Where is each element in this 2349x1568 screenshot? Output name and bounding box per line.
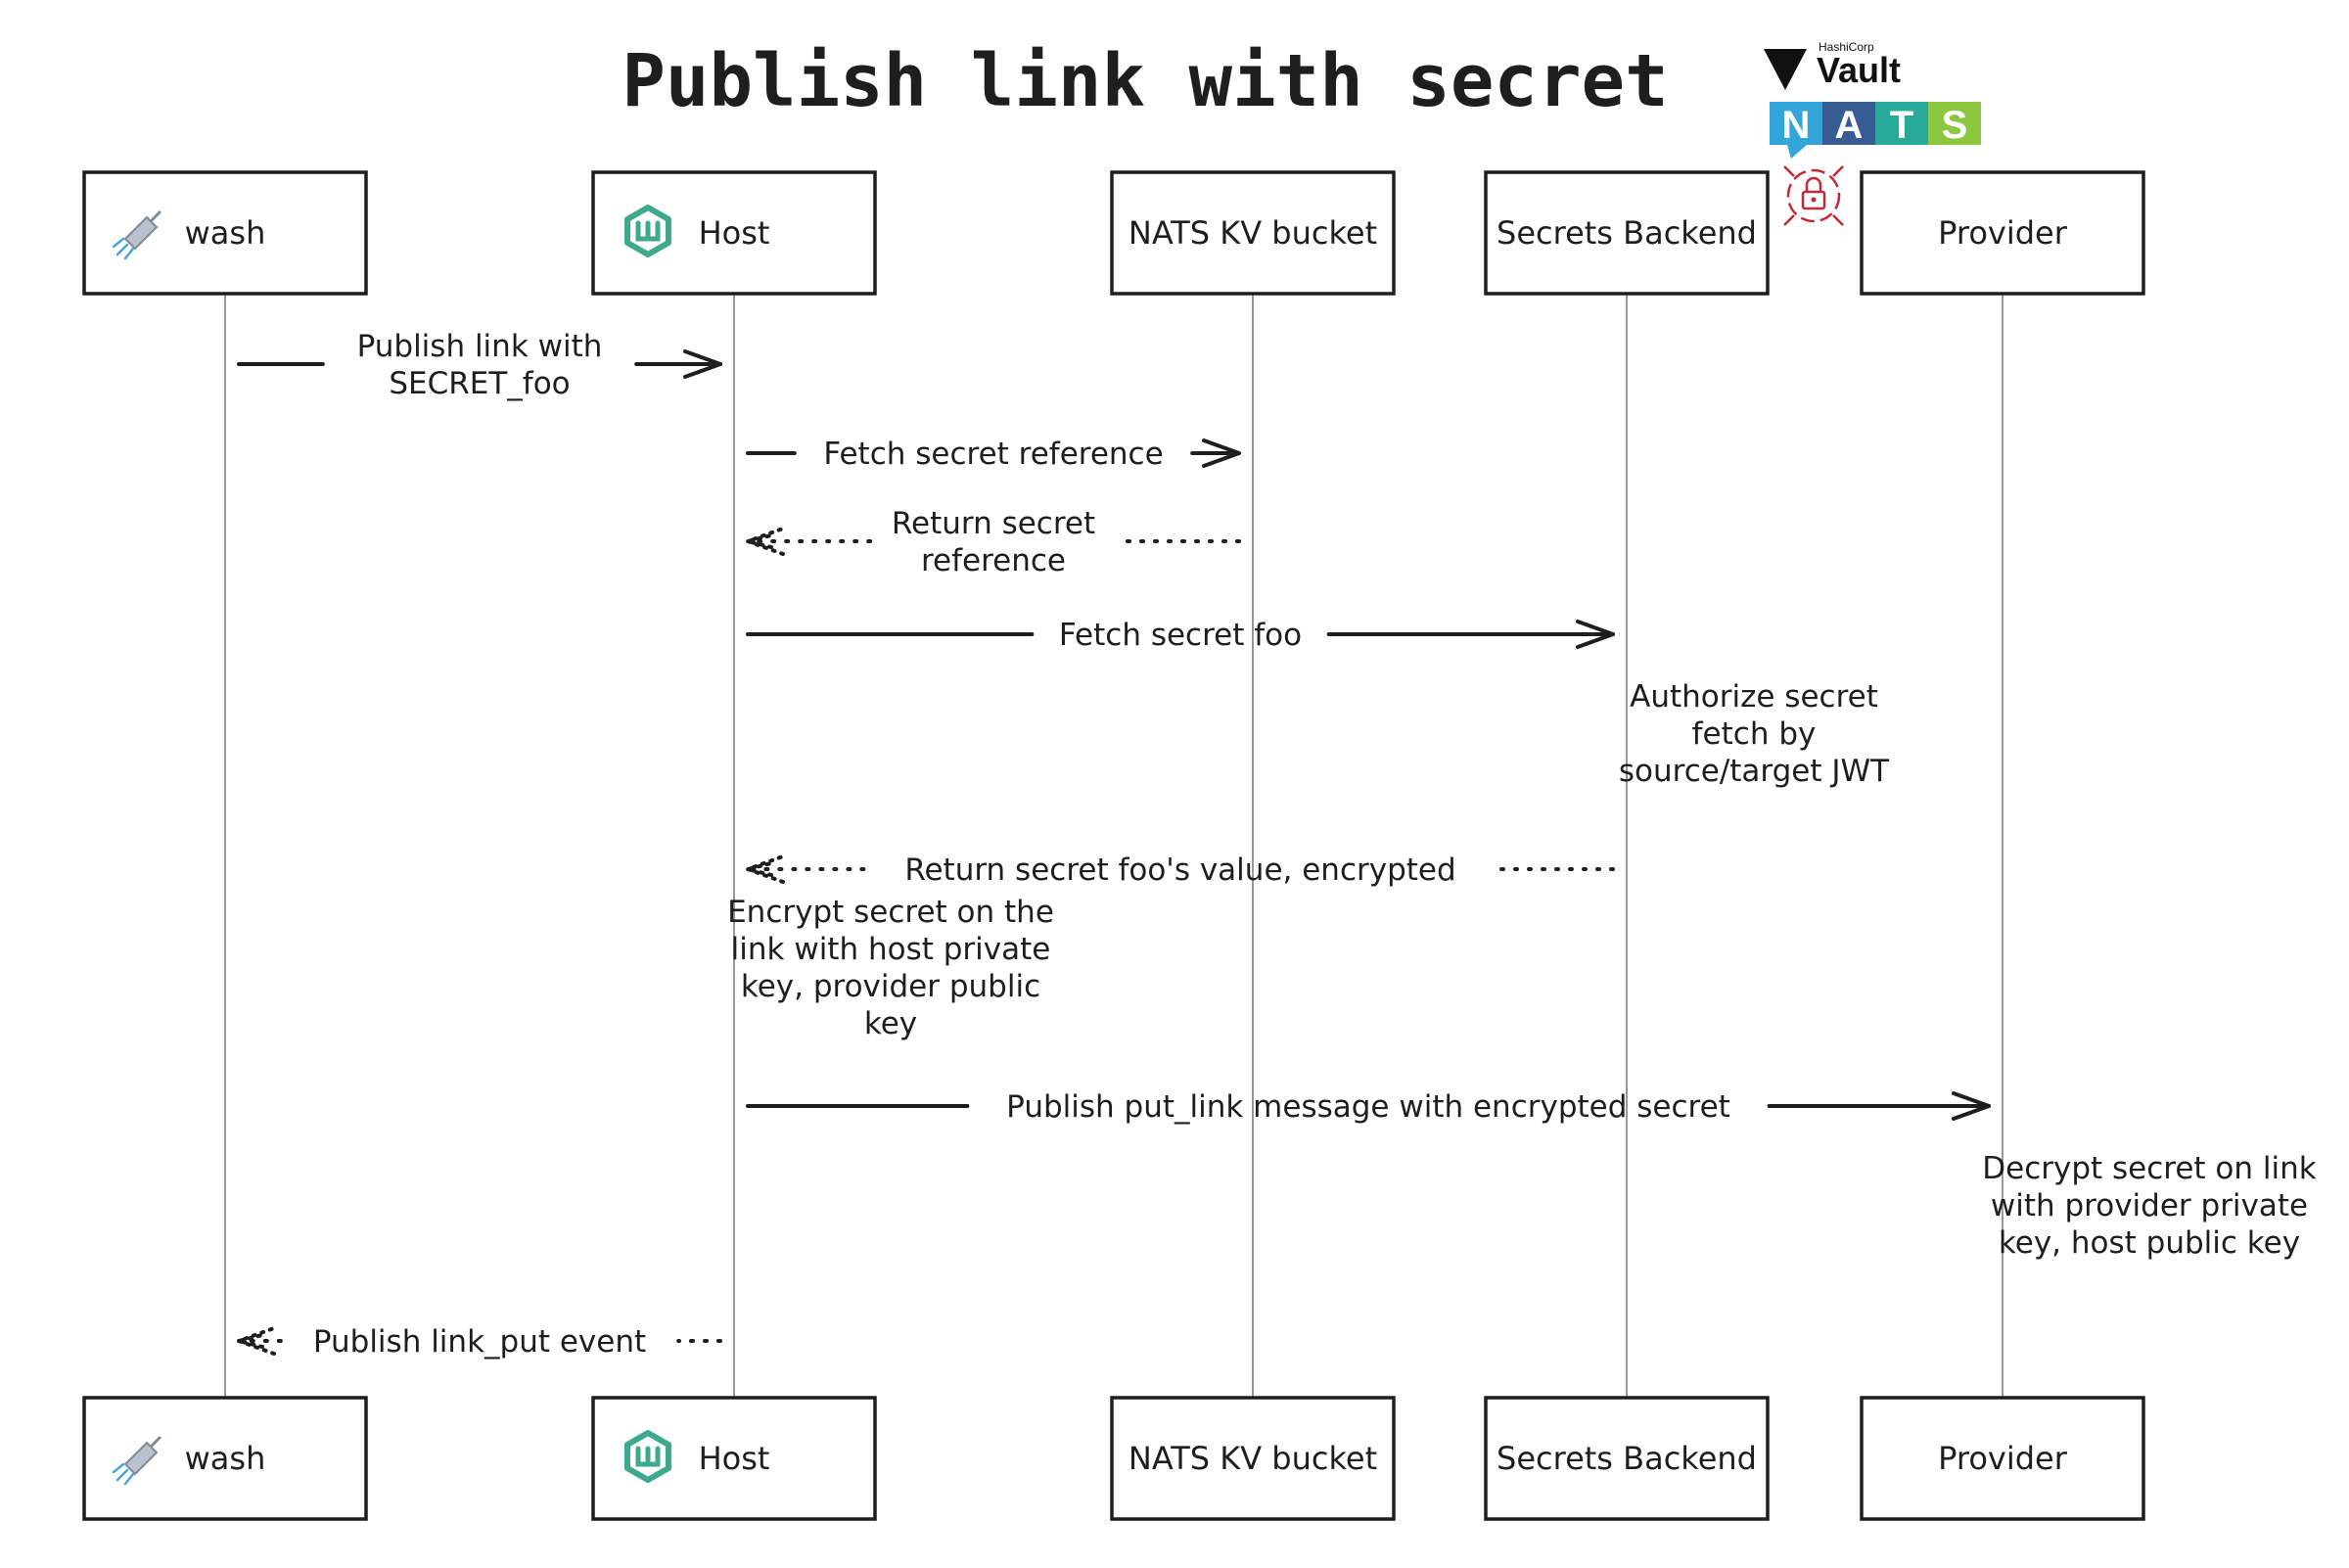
- lifelines: [224, 294, 2004, 1398]
- nats-letter-a: A: [1835, 104, 1864, 147]
- actor-label-host-bottom: Host: [699, 1440, 770, 1477]
- note-secrets-line-2: fetch by: [1692, 716, 1817, 752]
- actors-bottom: wash Host NATS KV bucket Secrets Backend Pro…: [82, 1396, 2145, 1521]
- note-host-line-4: key: [864, 1006, 917, 1041]
- vault-logo-text: Vault: [1817, 50, 1901, 90]
- nats-letter-s: S: [1942, 104, 1968, 147]
- actor-box-frame-provider-top: [1860, 170, 2145, 296]
- wasmcloud-logo-icon: [624, 205, 671, 257]
- actor-box-frame-nats-bottom: [1110, 1396, 1396, 1521]
- message-3-label-line-2: reference: [921, 543, 1066, 578]
- vault-triangle-icon: [1764, 49, 1807, 90]
- message-5: Return secret foo's value, encrypted: [748, 853, 1615, 888]
- actor-box-host-bottom: Host: [591, 1396, 877, 1521]
- message-2: Fetch secret reference: [746, 437, 1241, 472]
- page-title: Publish link with secret: [622, 39, 1668, 123]
- actor-box-nats-bottom: NATS KV bucket: [1110, 1396, 1396, 1521]
- actor-box-provider-top: Provider: [1860, 170, 2145, 296]
- actor-label-secrets-bottom: Secrets Backend: [1497, 1440, 1757, 1477]
- note-provider-line-3: key, host public key: [1999, 1225, 2300, 1261]
- shower-head-icon: [112, 1435, 162, 1486]
- message-4: Fetch secret foo: [746, 618, 1615, 653]
- actor-box-host-top: Host: [591, 170, 877, 296]
- message-2-label-line-1: Fetch secret reference: [823, 437, 1163, 472]
- vault-logo-small-text: HashiCorp: [1819, 40, 1874, 54]
- actor-label-wash-top: wash: [185, 214, 266, 252]
- actor-label-nats-top: NATS KV bucket: [1128, 214, 1377, 252]
- note-provider-line-2: with provider private: [1991, 1188, 2308, 1223]
- message-6-label-line-1: Publish put_link message with encrypted …: [1006, 1089, 1730, 1125]
- nats-letter-n: N: [1782, 104, 1811, 147]
- nats-letter-t: T: [1890, 104, 1913, 147]
- actor-label-wash-bottom: wash: [185, 1440, 266, 1477]
- note-host-line-1: Encrypt secret on the: [727, 895, 1054, 930]
- actor-box-secrets-bottom: Secrets Backend: [1484, 1396, 1770, 1521]
- actor-box-frame-nats-top: [1110, 170, 1396, 296]
- actor-box-provider-bottom: Provider: [1860, 1396, 2145, 1521]
- actor-label-secrets-top: Secrets Backend: [1497, 214, 1757, 252]
- message-6: Publish put_link message with encrypted …: [746, 1089, 1991, 1125]
- note-secrets-line-1: Authorize secret: [1630, 679, 1878, 715]
- nats-logo: N A T S: [1770, 102, 1981, 159]
- note-secrets-line-3: source/target JWT: [1619, 754, 1890, 789]
- actor-label-nats-bottom: NATS KV bucket: [1128, 1440, 1377, 1477]
- message-4-label-line-1: Fetch secret foo: [1059, 618, 1302, 653]
- message-3-label-line-1: Return secret: [892, 506, 1095, 541]
- vault-logo: HashiCorp Vault: [1764, 40, 1901, 90]
- actors-top: wash Host NATS KV bucket Secrets Backend Pro…: [82, 170, 2145, 296]
- message-5-label-line-1: Return secret foo's value, encrypted: [904, 853, 1455, 888]
- secret-lock-icon: [1783, 165, 1844, 226]
- message-7: Publish link_put event: [239, 1324, 722, 1360]
- wasmcloud-logo-icon: [624, 1430, 671, 1483]
- note-host-line-3: key, provider public: [741, 969, 1040, 1004]
- actor-box-frame-secrets-bottom: [1484, 1396, 1770, 1521]
- actor-box-wash-top: wash: [82, 170, 368, 296]
- actor-box-frame-secrets-top: [1484, 170, 1770, 296]
- actor-box-nats-top: NATS KV bucket: [1110, 170, 1396, 296]
- actor-label-host-top: Host: [699, 214, 770, 252]
- note-provider-line-1: Decrypt secret on link: [1982, 1151, 2317, 1186]
- message-7-label-line-1: Publish link_put event: [313, 1324, 646, 1360]
- shower-head-icon: [112, 209, 162, 260]
- actor-box-secrets-top: Secrets Backend: [1484, 170, 1770, 296]
- message-1-label-line-1: Publish link with: [357, 329, 603, 364]
- message-1-label-line-2: SECRET_foo: [389, 366, 570, 401]
- note-host-line-2: link with host private: [731, 932, 1051, 967]
- actor-box-frame-provider-bottom: [1860, 1396, 2145, 1521]
- actor-box-wash-bottom: wash: [82, 1396, 368, 1521]
- actor-label-provider-bottom: Provider: [1938, 1440, 2068, 1477]
- actor-label-provider-top: Provider: [1938, 214, 2068, 252]
